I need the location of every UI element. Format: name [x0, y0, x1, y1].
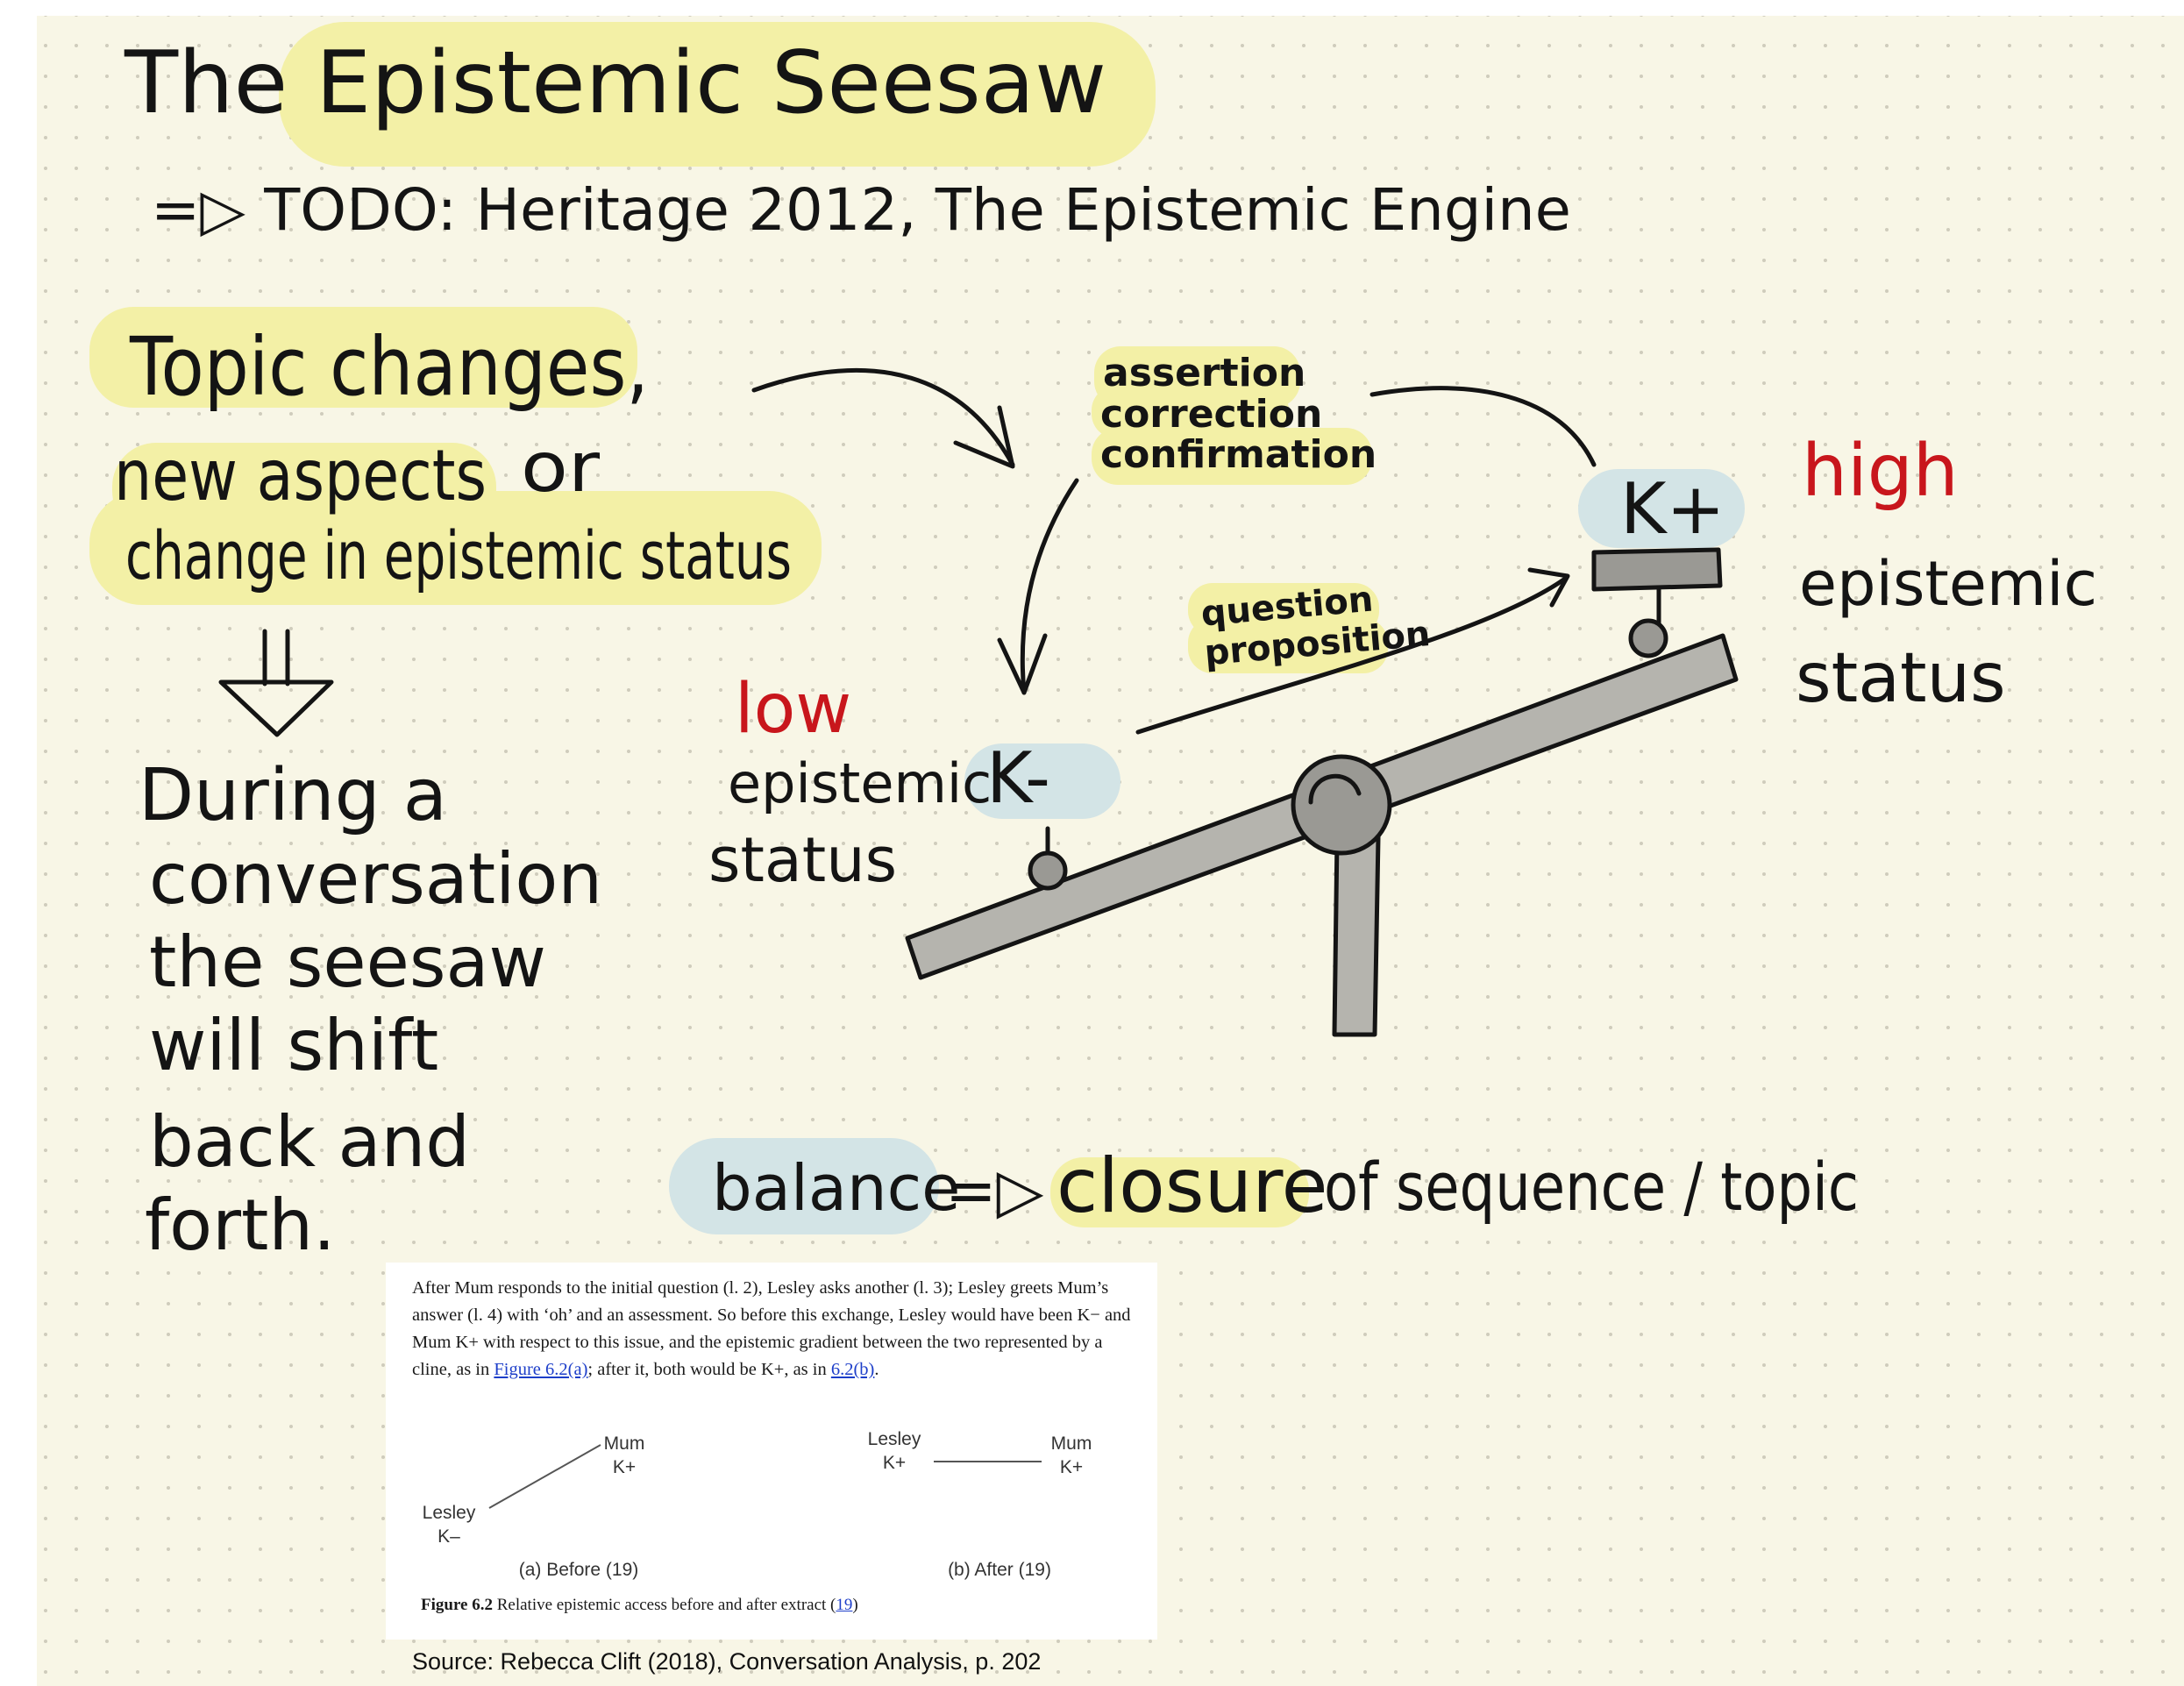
book-excerpt: After Mum responds to the initial questi…: [386, 1263, 1157, 1640]
fig-b-caption: (b) After (19): [948, 1560, 1051, 1580]
low-status: status: [708, 824, 897, 896]
arrow-acts-to-kminus: [1020, 478, 1079, 695]
figure-caption: Figure 6.2 Relative epistemic access bef…: [421, 1596, 858, 1615]
body-line-2: conversation: [149, 838, 602, 920]
note-new-aspects: new aspects: [114, 435, 487, 516]
closure-label: closure: [1056, 1142, 1327, 1230]
low-label: low: [735, 670, 851, 749]
body-line-4: will shift: [149, 1005, 438, 1086]
arrow-kplus-to-acts: [1369, 386, 1597, 467]
kplus-platform: [1591, 547, 1723, 592]
seesaw-post: [1332, 835, 1381, 1037]
fig-b-mum-k: K+: [1059, 1457, 1084, 1477]
note-title: The Epistemic Seesaw: [124, 33, 1106, 133]
note-conversation-body: During a conversation the seesaw will sh…: [139, 754, 602, 1266]
source-citation: Source: Rebecca Clift (2018), Conversati…: [412, 1648, 1042, 1675]
arrow-kminus-to-kplus: [1135, 576, 1568, 735]
implies-arrow: =▷: [945, 1155, 1044, 1227]
excerpt-text-3: .: [874, 1360, 879, 1379]
figure-label: Figure 6.2: [421, 1596, 493, 1614]
fig-a-lesley-name: Lesley: [422, 1503, 476, 1523]
fig-a-mum-name: Mum: [603, 1433, 645, 1454]
excerpt-text-1: After Mum responds to the initial questi…: [412, 1278, 1131, 1379]
seesaw-drawing: [905, 547, 1739, 1037]
excerpt-text-2: ; after it, both would be K+, as in: [587, 1360, 831, 1379]
fig-b-lesley: Lesley K+: [859, 1427, 929, 1475]
kplus-weight: [1628, 618, 1668, 658]
seesaw-pivot: [1291, 754, 1392, 856]
act-correction: correction: [1100, 392, 1322, 437]
low-epistemic: epistemic: [728, 751, 992, 815]
note-or: or: [521, 429, 601, 508]
high-epistemic: epistemic: [1799, 548, 2097, 620]
high-label: high: [1802, 430, 1959, 513]
fig-b-lesley-k: K+: [882, 1453, 907, 1473]
fig-a-lesley: Lesley K–: [414, 1501, 484, 1548]
body-line-3: the seesaw: [149, 921, 546, 1003]
figure-caption-text: Relative epistemic access before and aft…: [496, 1596, 836, 1614]
fig-a-mum-k: K+: [612, 1457, 637, 1477]
highlights: [89, 22, 1745, 1234]
fig-b-lesley-name: Lesley: [867, 1429, 921, 1449]
speech-acts-top: assertion correction confirmation: [1100, 351, 1377, 477]
figure-link-b[interactable]: 6.2(b): [830, 1360, 875, 1379]
note-topic-changes: Topic changes,: [129, 320, 649, 414]
fig-a-mum: Mum K+: [589, 1432, 659, 1479]
balance-label: balance: [712, 1151, 960, 1225]
kminus-weight: [1028, 850, 1068, 891]
figure-caption-end: ): [852, 1596, 858, 1614]
body-line-1: During a: [139, 754, 447, 837]
fig-b-mum: Mum K+: [1036, 1432, 1106, 1479]
k-minus-label: K-: [986, 737, 1050, 819]
body-line-6: forth.: [145, 1184, 336, 1266]
body-line-5: back and: [149, 1101, 470, 1183]
excerpt-paragraph: After Mum responds to the initial questi…: [412, 1275, 1135, 1384]
fig-a-lesley-k: K–: [438, 1526, 460, 1547]
todo-line: =▷ TODO: Heritage 2012, The Epistemic En…: [151, 176, 1571, 244]
flow-arrows: [751, 367, 1597, 735]
arrow-topic-to-acts: [751, 367, 1015, 467]
high-status: status: [1796, 639, 2006, 718]
fig-b-mum-name: Mum: [1050, 1433, 1092, 1454]
figure-6-2-lines: [488, 1444, 1042, 1509]
act-confirmation: confirmation: [1100, 432, 1377, 477]
k-plus-label: K+: [1620, 468, 1725, 550]
act-assertion: assertion: [1103, 351, 1305, 395]
figure-link-a[interactable]: Figure 6.2(a): [494, 1360, 588, 1379]
note-change-status: change in epistemic status: [125, 516, 792, 594]
down-double-arrow-icon: [218, 629, 334, 737]
fig-a-caption: (a) Before (19): [518, 1560, 639, 1580]
sequence-topic-label: of sequence / topic: [1324, 1148, 1859, 1226]
extract-link[interactable]: 19: [836, 1596, 853, 1614]
